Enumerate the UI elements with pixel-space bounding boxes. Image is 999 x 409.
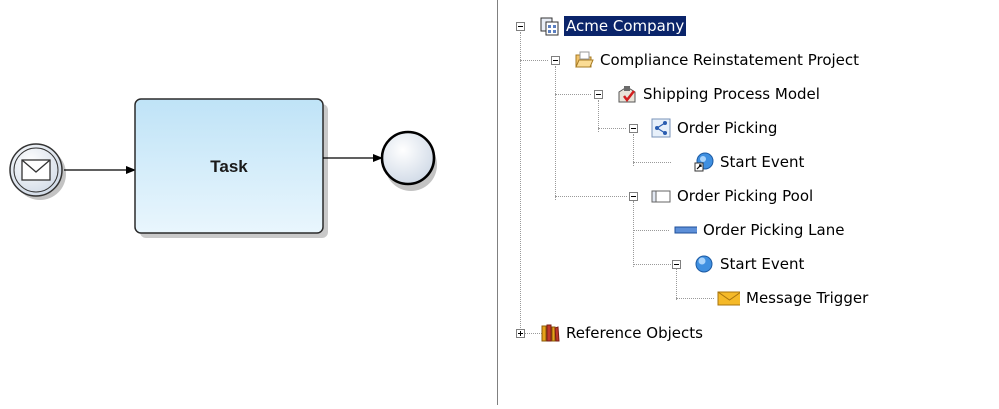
tree-connector [633, 134, 634, 166]
diagram-icon [651, 118, 671, 138]
tree-connector [520, 32, 521, 334]
tree-node-start-event[interactable]: Start Event [694, 253, 806, 275]
node-label: Reference Objects [566, 324, 703, 342]
object-tree-panel[interactable]: Acme Company Compliance Reinstatement Pr… [497, 0, 999, 405]
books-icon [541, 324, 560, 342]
tree-node-order-picking-pool[interactable]: Order Picking Pool [651, 185, 815, 207]
envelope-icon [21, 159, 51, 181]
start-event-shortcut-icon [694, 152, 714, 172]
tree-connector [555, 94, 591, 95]
expand-toggle-reference[interactable] [516, 329, 525, 338]
node-label: Compliance Reinstatement Project [600, 51, 860, 69]
tree-node-acme-company[interactable]: Acme Company [540, 15, 688, 37]
node-label: Acme Company [562, 15, 688, 37]
node-label: Order Picking [677, 119, 778, 137]
process-model-icon [618, 86, 636, 103]
tree-connector [633, 264, 671, 265]
collapse-toggle-order-picking[interactable] [629, 124, 638, 133]
node-label: Order Picking Pool [677, 187, 814, 205]
tree-connector [676, 298, 714, 299]
pool-icon [651, 190, 671, 203]
node-label: Start Event [720, 255, 805, 273]
tree-connector [555, 196, 627, 197]
task-shape[interactable]: Task [134, 98, 328, 238]
tree-connector [633, 230, 669, 231]
organization-icon [540, 17, 559, 36]
bpmn-diagram-canvas[interactable]: Task [0, 0, 500, 405]
tree-connector [520, 333, 548, 334]
start-message-event[interactable] [9, 143, 66, 200]
collapse-toggle-project[interactable] [551, 56, 560, 65]
tree-node-message-trigger[interactable]: Message Trigger [714, 287, 870, 309]
tree-node-order-picking-lane[interactable]: Order Picking Lane [671, 219, 846, 241]
node-label: Start Event [720, 153, 805, 171]
node-label: Order Picking Lane [703, 221, 845, 239]
folder-open-icon [575, 51, 594, 68]
tree-node-start-event-shortcut[interactable]: Start Event [694, 151, 806, 173]
tree-connector [555, 66, 556, 200]
node-label: Shipping Process Model [643, 85, 820, 103]
lane-icon [674, 226, 697, 234]
end-event[interactable] [380, 130, 437, 191]
diagram-svg: Task [9, 98, 437, 238]
tree-node-project[interactable]: Compliance Reinstatement Project [574, 49, 861, 71]
start-event-icon [695, 255, 713, 273]
tree-connector [598, 128, 626, 129]
tree-connector [520, 60, 548, 61]
envelope-icon [717, 291, 740, 306]
tree-connector [598, 100, 599, 132]
collapse-toggle-acme[interactable] [516, 22, 525, 31]
collapse-toggle-shipping[interactable] [594, 90, 603, 99]
tree-connector [676, 268, 677, 300]
tree-node-reference-objects[interactable]: Reference Objects [540, 322, 705, 344]
tree-node-shipping-process-model[interactable]: Shipping Process Model [617, 83, 822, 105]
tree-connector [633, 162, 671, 163]
tree-node-order-picking[interactable]: Order Picking [651, 117, 779, 139]
node-label: Message Trigger [746, 289, 869, 307]
collapse-toggle-pool[interactable] [629, 192, 638, 201]
collapse-toggle-start-event[interactable] [672, 260, 681, 269]
tree-connector [633, 201, 634, 267]
task-label: Task [210, 157, 248, 176]
